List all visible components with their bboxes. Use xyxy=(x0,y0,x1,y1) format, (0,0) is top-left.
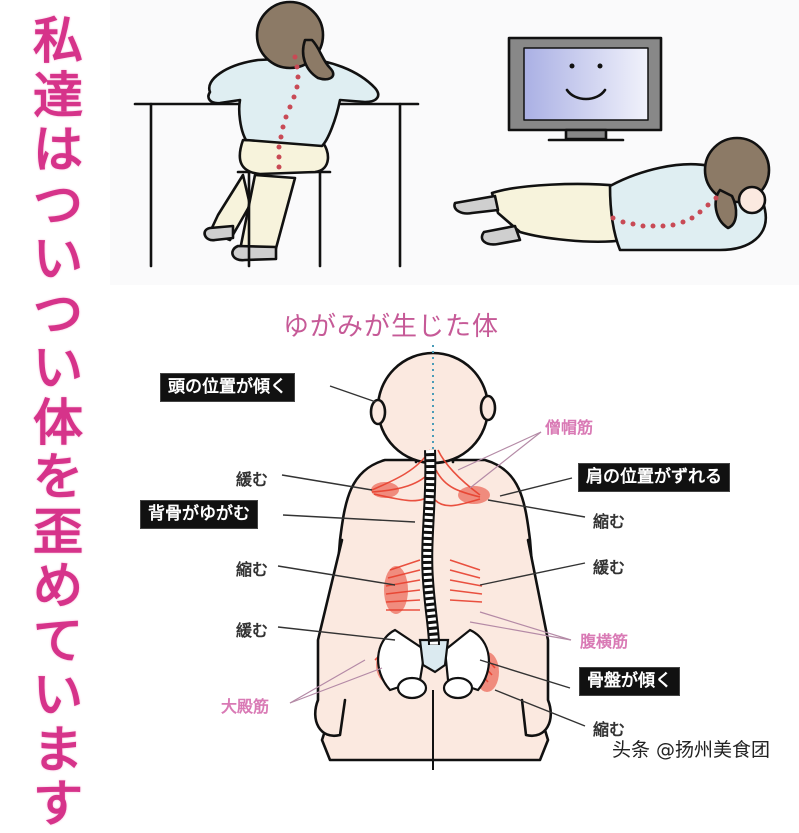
spine xyxy=(421,449,440,770)
label-shrink: 縮む xyxy=(236,560,269,579)
title-char: つ xyxy=(33,175,83,234)
tag-pelvis-tilt: 骨盤が傾く xyxy=(579,667,680,696)
title-char: 達 xyxy=(33,66,83,125)
label-shrink: 縮む xyxy=(593,720,626,739)
title-char: い xyxy=(33,230,83,288)
tag-spine-distort: 背骨がゆがむ xyxy=(140,500,258,529)
label-gluteus-maximus: 大殿筋 xyxy=(221,697,270,716)
label-loosen: 緩む xyxy=(236,621,269,640)
title-char: い xyxy=(33,666,83,724)
title-char: 私 xyxy=(33,12,83,70)
leader-lines xyxy=(277,385,586,727)
tag-head-tilt: 頭の位置が傾く xyxy=(160,373,295,402)
label-loosen: 緩む xyxy=(236,470,269,489)
title-char: て xyxy=(33,611,83,670)
title-char: め xyxy=(33,557,83,615)
tag-shoulder-shift: 肩の位置がずれる xyxy=(578,463,730,492)
tv-scene-illustration xyxy=(453,36,771,252)
title-char: い xyxy=(33,339,83,397)
title-char: す xyxy=(33,775,83,833)
watermark: 头条 @扬州美食团 xyxy=(612,739,771,761)
title-char: 体 xyxy=(33,393,83,452)
title-char: を xyxy=(33,448,83,506)
label-trapezius: 僧帽筋 xyxy=(545,418,594,437)
label-transversus-abdominis: 腹横筋 xyxy=(580,632,629,651)
label-loosen: 緩む xyxy=(593,558,626,577)
title-char: ま xyxy=(33,720,83,779)
title-char: は xyxy=(33,121,83,179)
diagram-subtitle: ゆがみが生じた体 xyxy=(283,312,500,342)
muscle-leader-lines xyxy=(289,431,572,704)
illustrations xyxy=(133,0,771,770)
pelvis-bones xyxy=(376,628,491,700)
label-shrink: 縮む xyxy=(593,512,626,531)
title-char: 歪 xyxy=(33,502,83,561)
desk-scene-illustration xyxy=(133,0,420,268)
title-char: つ xyxy=(33,284,83,343)
